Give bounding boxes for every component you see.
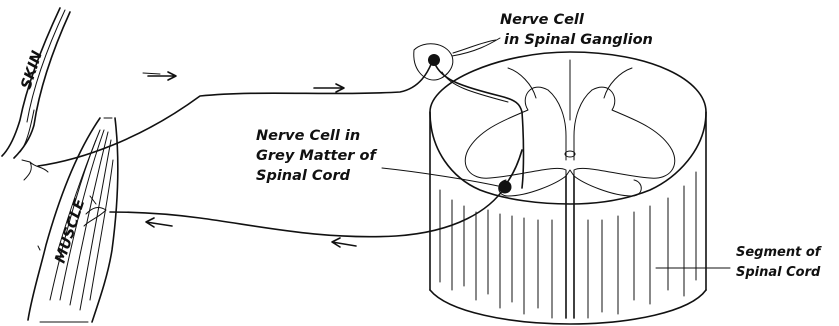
ganglion-leader-line — [453, 40, 496, 53]
motor-fiber — [110, 187, 505, 237]
ganglion-label-line-2: in Spinal Ganglion — [504, 32, 653, 48]
ganglion-nerve-cell — [428, 54, 440, 66]
motor-arrow-1 — [146, 218, 172, 227]
spinal-cord-segment — [430, 52, 706, 324]
sensory-arrow-2 — [314, 84, 344, 92]
ganglion-label-line-1: Nerve Cell — [500, 12, 585, 28]
ganglion-cell-label: Nerve Cell in Spinal Ganglion — [500, 12, 653, 48]
motor-arrow-2 — [332, 238, 356, 247]
segment-label: Segment of Spinal Cord — [656, 245, 823, 280]
grey-matter-nerve-cell-group — [110, 150, 522, 247]
skin-label: SKIN — [19, 49, 46, 91]
segment-label-line-1: Segment of — [736, 245, 823, 260]
grey-label-line-3: Spinal Cord — [256, 168, 351, 184]
grey-cell-leader-line — [382, 168, 498, 186]
grey-label-line-1: Nerve Cell in — [256, 128, 360, 144]
grey-label-line-2: Grey Matter of — [256, 148, 377, 164]
skin-section: SKIN — [2, 8, 70, 250]
segment-label-line-2: Spinal Cord — [736, 265, 821, 280]
grey-matter-label: Nerve Cell in Grey Matter of Spinal Cord — [256, 128, 377, 184]
